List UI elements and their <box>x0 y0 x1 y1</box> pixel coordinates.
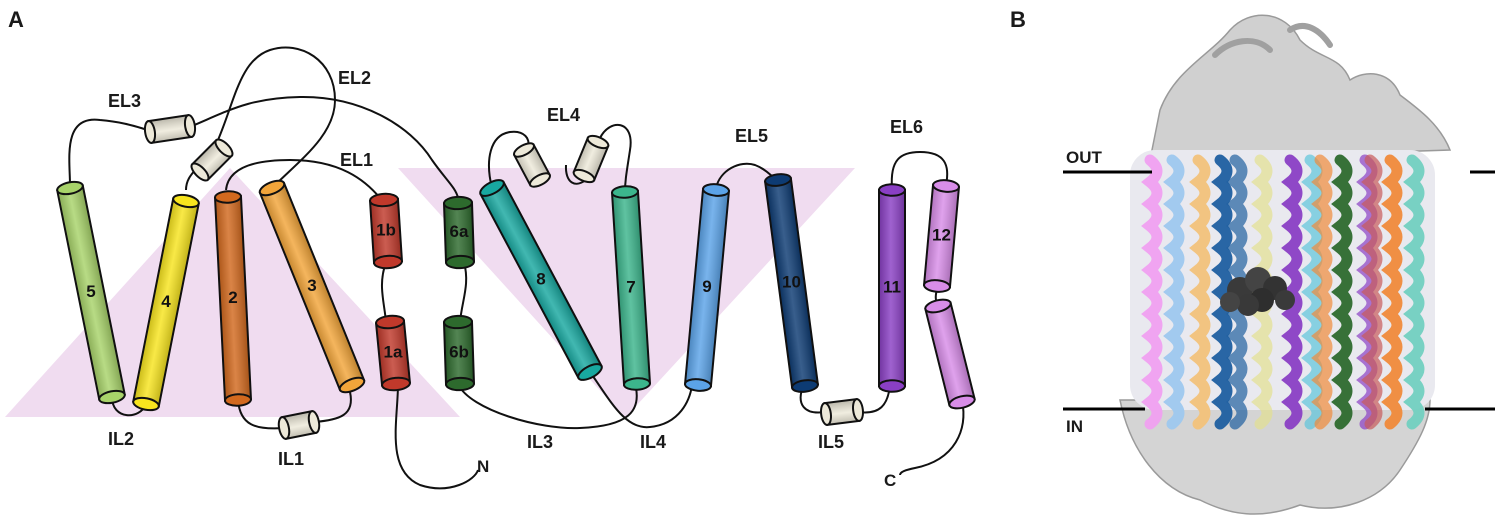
helix-h1a-label: 1a <box>384 342 403 361</box>
helix-h11-label: 11 <box>883 277 901 296</box>
ribbon-7 <box>1403 154 1425 430</box>
helix-h1b: 1b <box>368 192 404 270</box>
helix-h5: 5 <box>56 180 126 405</box>
loop-label-el4: EL4 <box>547 105 580 125</box>
el4-helix-a <box>512 142 552 188</box>
loop-label-il3: IL3 <box>527 432 553 452</box>
helix-h8: 8 <box>479 179 603 381</box>
helix-h4-label: 4 <box>161 292 171 311</box>
helix-ribbons <box>1141 154 1425 430</box>
loop-label-el6: EL6 <box>890 117 923 137</box>
il1-helix <box>277 410 321 440</box>
ribbon-13 <box>1361 154 1383 430</box>
c-terminus-label: C <box>884 471 896 490</box>
helix-h12b <box>924 298 976 410</box>
el4-helix-b <box>572 134 610 184</box>
helix-h9: 9 <box>683 183 731 392</box>
membrane-out-label: OUT <box>1066 148 1103 167</box>
panel-label-b: B <box>1010 7 1026 32</box>
helix-h6b: 6b <box>442 314 476 392</box>
loop-label-il1: IL1 <box>278 449 304 469</box>
helix-h3: 3 <box>258 179 366 394</box>
ribbon-12 <box>1311 154 1333 430</box>
helix-h8-label: 8 <box>536 269 545 288</box>
loop-label-il5: IL5 <box>818 432 844 452</box>
helix-h10: 10 <box>763 173 820 393</box>
il5-helix <box>820 397 864 427</box>
helix-h6a-label: 6a <box>450 222 469 241</box>
loop-helices <box>143 113 864 440</box>
helix-h12: 12 <box>922 179 961 293</box>
ribbon-9 <box>1301 154 1323 430</box>
loop-label-el2: EL2 <box>338 68 371 88</box>
helix-h10-label: 10 <box>782 272 801 291</box>
bound-ligand-spheres <box>1220 267 1295 316</box>
transmembrane-helices: 5 4 2 3 1b 1a 6a 6b 8 7 9 10 11 12 <box>56 173 976 412</box>
helix-h5-label: 5 <box>86 282 95 301</box>
loop-label-el1: EL1 <box>340 150 373 170</box>
helix-h2: 2 <box>213 190 253 407</box>
helix-h7-label: 7 <box>626 277 635 296</box>
loop-label-el3: EL3 <box>108 91 141 111</box>
panel-b-3d-structure: B OUT IN <box>1010 7 1495 515</box>
el3-helix <box>143 113 197 145</box>
helix-h2-label: 2 <box>228 288 237 307</box>
helix-h6b-label: 6b <box>449 342 469 361</box>
loop-label-il2: IL2 <box>108 429 134 449</box>
helix-h7: 7 <box>610 185 652 391</box>
ribbon-2 <box>1189 154 1211 430</box>
helix-h1b-label: 1b <box>376 220 396 239</box>
ribbon-5 <box>1331 154 1353 430</box>
helix-h6a: 6a <box>442 195 476 270</box>
loop-label-il4: IL4 <box>640 432 666 452</box>
ribbon-3 <box>1211 154 1233 430</box>
helix-h1a: 1a <box>374 314 412 392</box>
ribbon-1 <box>1163 154 1185 430</box>
helix-h3-label: 3 <box>307 276 316 295</box>
el2-helix <box>190 138 234 182</box>
protein-structure-render <box>1119 14 1452 515</box>
helix-h4: 4 <box>132 193 200 412</box>
ribbon-6 <box>1381 154 1403 430</box>
n-terminus-label: N <box>477 457 489 476</box>
helix-h9-label: 9 <box>702 277 711 296</box>
membrane-in-label: IN <box>1066 417 1083 436</box>
helix-h12-label: 12 <box>932 225 951 244</box>
ribbon-4 <box>1281 154 1303 430</box>
ribbon-0 <box>1141 154 1163 430</box>
loop-label-el5: EL5 <box>735 126 768 146</box>
helix-h11: 11 <box>878 183 906 393</box>
panel-label-a: A <box>8 7 24 32</box>
